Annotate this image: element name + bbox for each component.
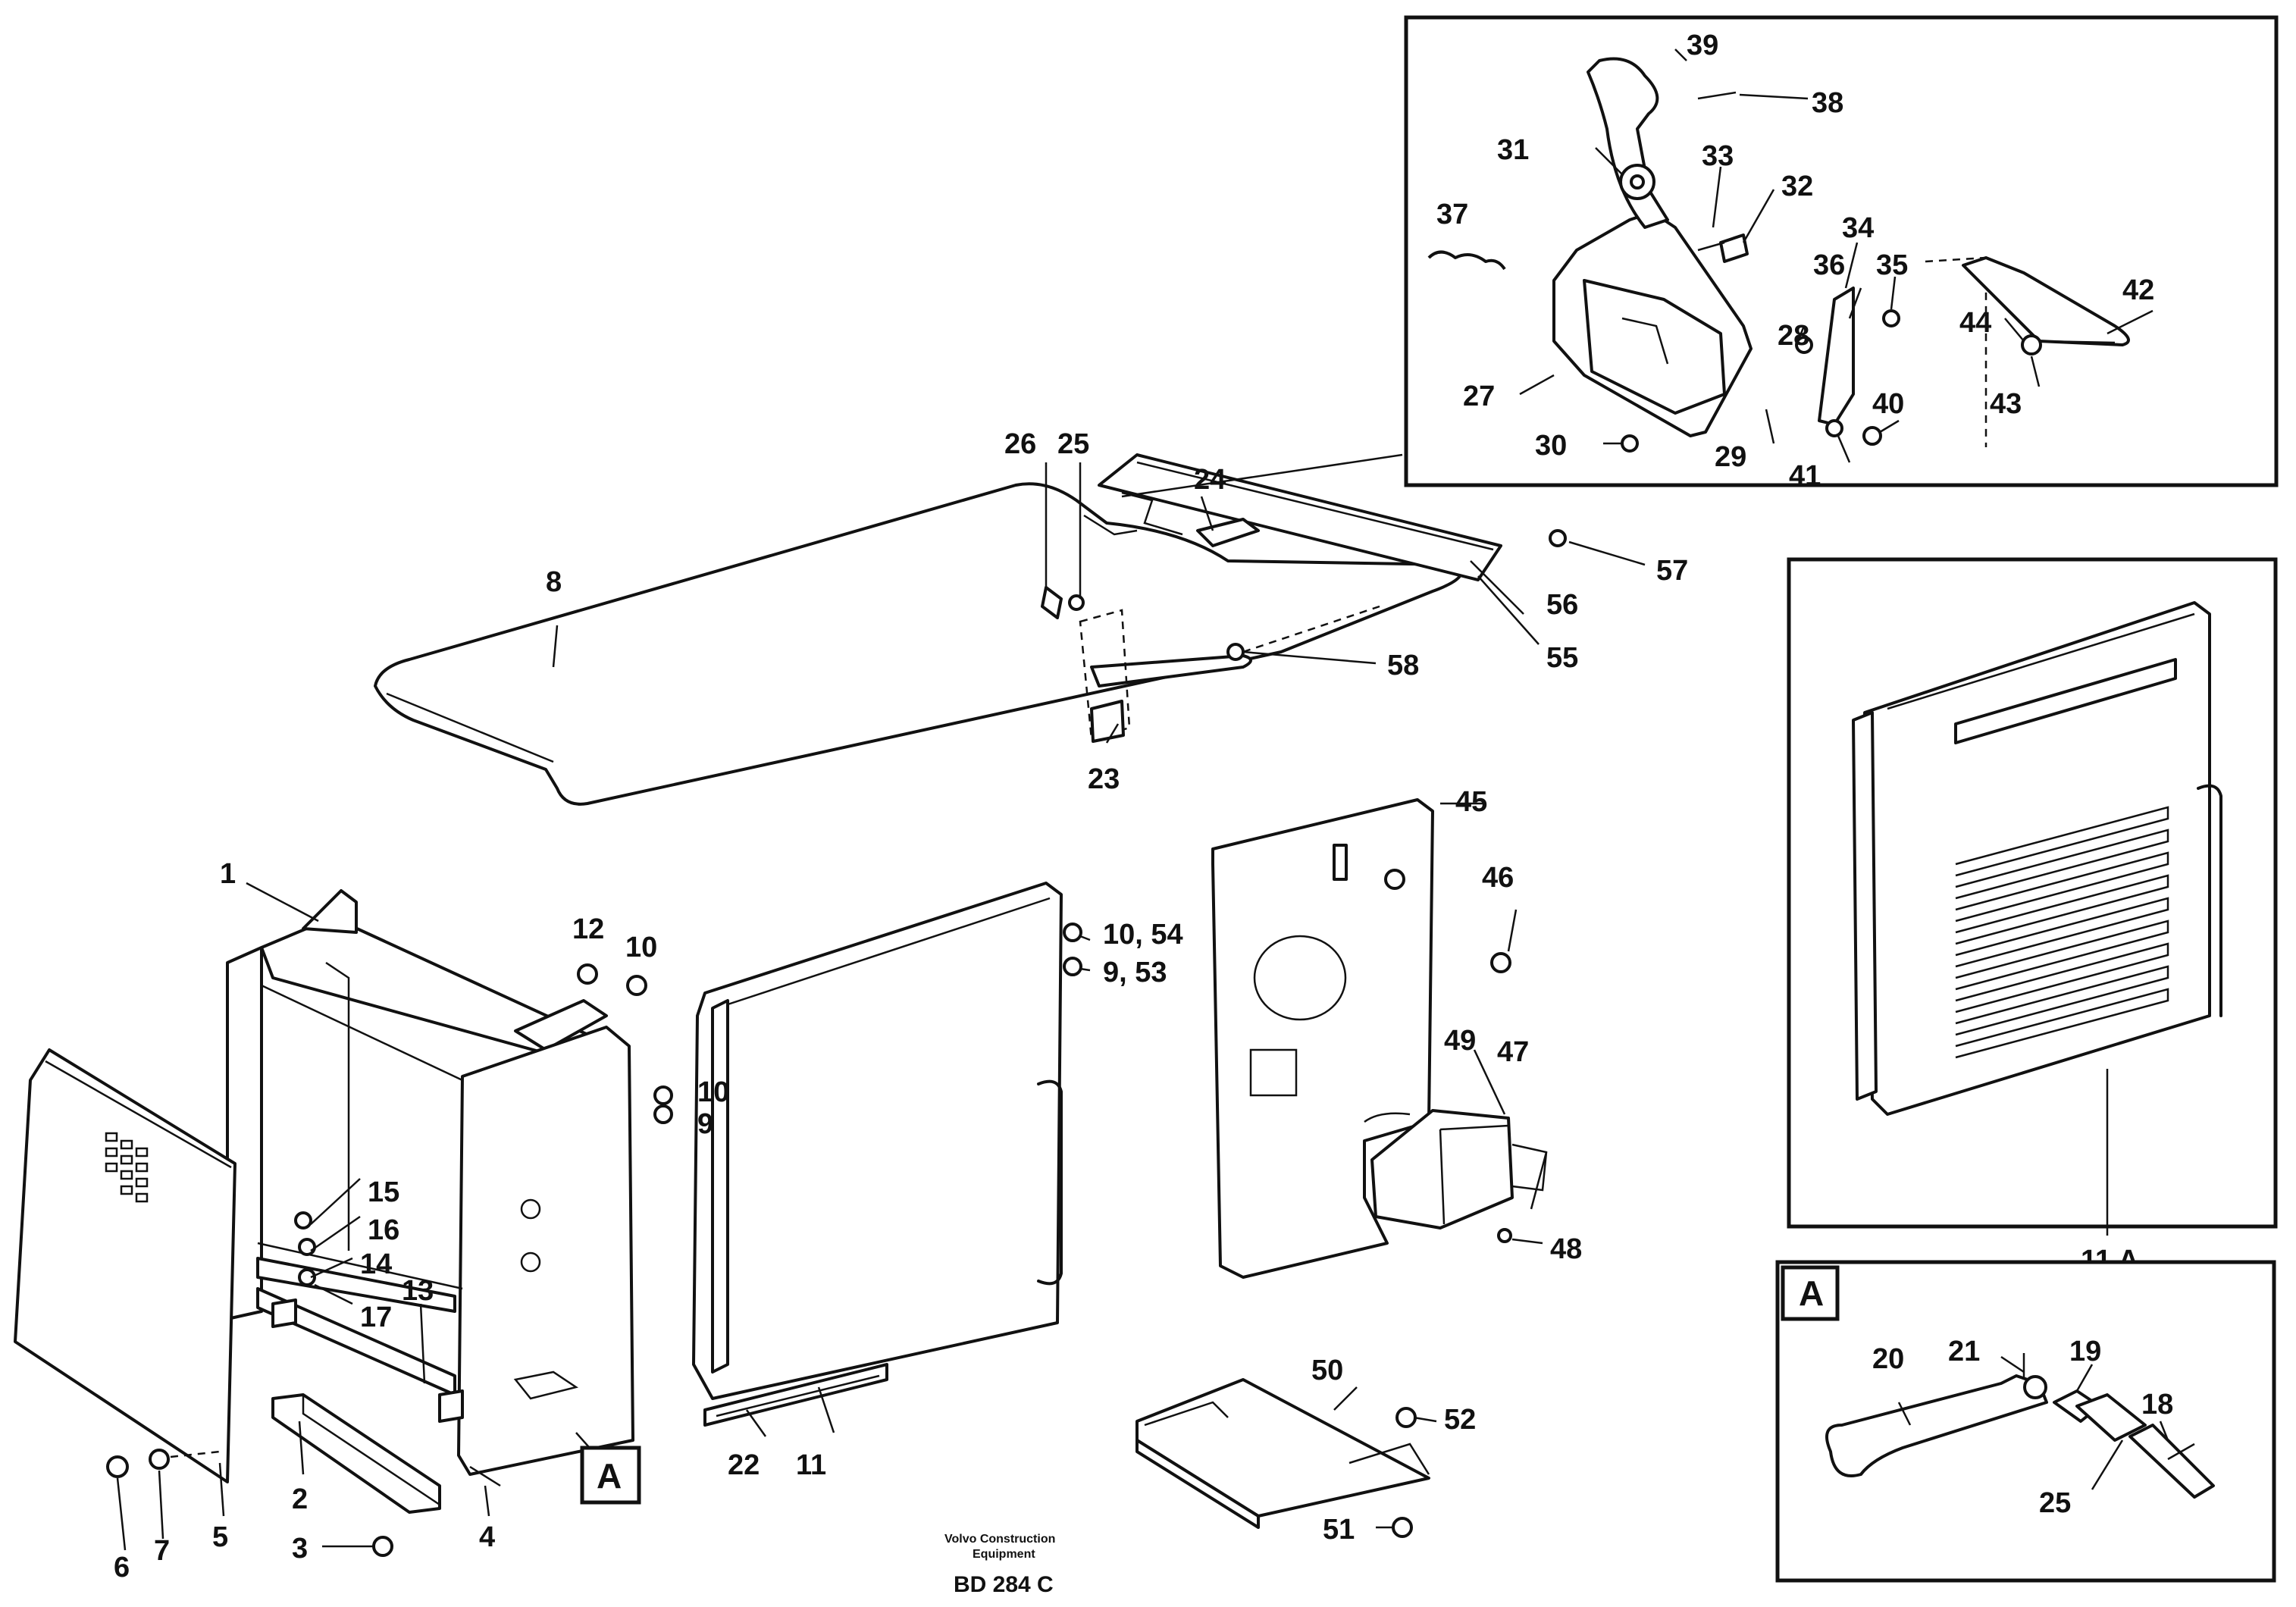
callout-19: 19 [2069, 1336, 2101, 1367]
callout-24: 24 [1194, 464, 1226, 496]
bracket-part [271, 1393, 441, 1514]
callout-41: 41 [1789, 460, 1821, 492]
callout-29: 29 [1715, 441, 1746, 473]
callout-27: 27 [1463, 381, 1495, 412]
callout-9-53: 9, 53 [1103, 957, 1167, 988]
callout-49: 49 [1444, 1025, 1476, 1057]
callout-44: 44 [1959, 307, 1991, 339]
callout-labels: 1 2 3 4 5 6 7 8 9 9, 53 10 10 10, 54 11 … [114, 428, 1688, 1584]
callout-23: 23 [1088, 763, 1120, 795]
callout-9: 9 [697, 1108, 713, 1140]
callout-20: 20 [1872, 1343, 1904, 1375]
callout-36: 36 [1813, 249, 1845, 281]
callout-16: 16 [368, 1214, 399, 1246]
callout-51: 51 [1323, 1514, 1355, 1546]
inset-louvered-door: 11 A [1787, 557, 2278, 1277]
callout-33: 33 [1702, 140, 1734, 172]
callout-31: 31 [1497, 134, 1529, 166]
callout-4: 4 [479, 1521, 495, 1553]
callout-40: 40 [1872, 388, 1904, 420]
callout-28: 28 [1778, 320, 1809, 352]
callout-56: 56 [1546, 589, 1578, 621]
callout-10: 10 [625, 932, 657, 963]
callout-2: 2 [292, 1483, 308, 1515]
louver-slats [1955, 806, 2169, 1059]
drawing-footer: Volvo Construction Equipment BD 284 C [944, 1533, 1055, 1597]
callout-14: 14 [360, 1248, 392, 1280]
detail-a-letter: A [1799, 1273, 1824, 1313]
callout-25: 25 [1057, 428, 1089, 460]
callout-52: 52 [1444, 1404, 1476, 1436]
side-door-part [692, 882, 1063, 1427]
callout-17: 17 [360, 1302, 392, 1333]
callout-55: 55 [1546, 642, 1578, 674]
callout-3: 3 [292, 1533, 308, 1565]
callout-34: 34 [1842, 212, 1874, 244]
callout-21: 21 [1948, 1336, 1980, 1367]
callout-10-lower: 10 [697, 1076, 729, 1108]
callout-6: 6 [114, 1552, 130, 1584]
vent-holes [105, 1132, 149, 1203]
callout-39: 39 [1687, 30, 1718, 61]
callout-38: 38 [1812, 87, 1843, 119]
callout-30: 30 [1535, 430, 1567, 462]
callout-1: 1 [220, 858, 236, 890]
callout-8: 8 [546, 566, 562, 598]
callout-13: 13 [402, 1275, 434, 1307]
callout-35: 35 [1876, 249, 1908, 281]
callout-11: 11 [796, 1449, 826, 1481]
drawing-code: BD 284 C [954, 1572, 1054, 1597]
callout-18: 18 [2141, 1389, 2173, 1421]
callout-37: 37 [1436, 199, 1468, 230]
inset-detail-a: A 20 21 19 18 25 [1775, 1260, 2276, 1583]
engine-hood-part [374, 453, 1567, 806]
control-box-part [1370, 1109, 1548, 1230]
callout-12: 12 [572, 913, 604, 945]
callout-57: 57 [1656, 555, 1688, 587]
callout-46: 46 [1482, 862, 1514, 894]
callout-26: 26 [1004, 428, 1036, 460]
side-panel-part [14, 1048, 236, 1483]
brand-line-2: Equipment [973, 1548, 1035, 1561]
leader-lines [116, 453, 1646, 1551]
callout-22: 22 [728, 1449, 760, 1481]
radiator-frame-part [226, 889, 634, 1476]
callout-43: 43 [1990, 388, 2022, 420]
callout-25-inset: 25 [2039, 1487, 2071, 1519]
floor-plate-part [1135, 1378, 1430, 1529]
callout-7: 7 [154, 1535, 170, 1567]
callout-48: 48 [1550, 1233, 1582, 1265]
brand-line-1: Volvo Construction [944, 1533, 1055, 1546]
callout-58: 58 [1387, 650, 1419, 681]
detail-ref-letter: A [597, 1456, 622, 1496]
callout-42: 42 [2122, 274, 2154, 306]
detail-reference-a: A [580, 1446, 641, 1505]
callout-50: 50 [1311, 1355, 1343, 1386]
callout-45: 45 [1455, 786, 1487, 818]
callout-32: 32 [1781, 171, 1813, 202]
callout-10-54: 10, 54 [1103, 919, 1183, 951]
callout-47: 47 [1497, 1036, 1529, 1068]
inset-latch-detail: 27 28 29 30 31 32 33 34 35 36 37 38 39 4… [1404, 15, 2279, 492]
callout-5: 5 [212, 1521, 228, 1553]
callout-15: 15 [368, 1176, 399, 1208]
bulkhead-plate-part [1211, 798, 1434, 1279]
